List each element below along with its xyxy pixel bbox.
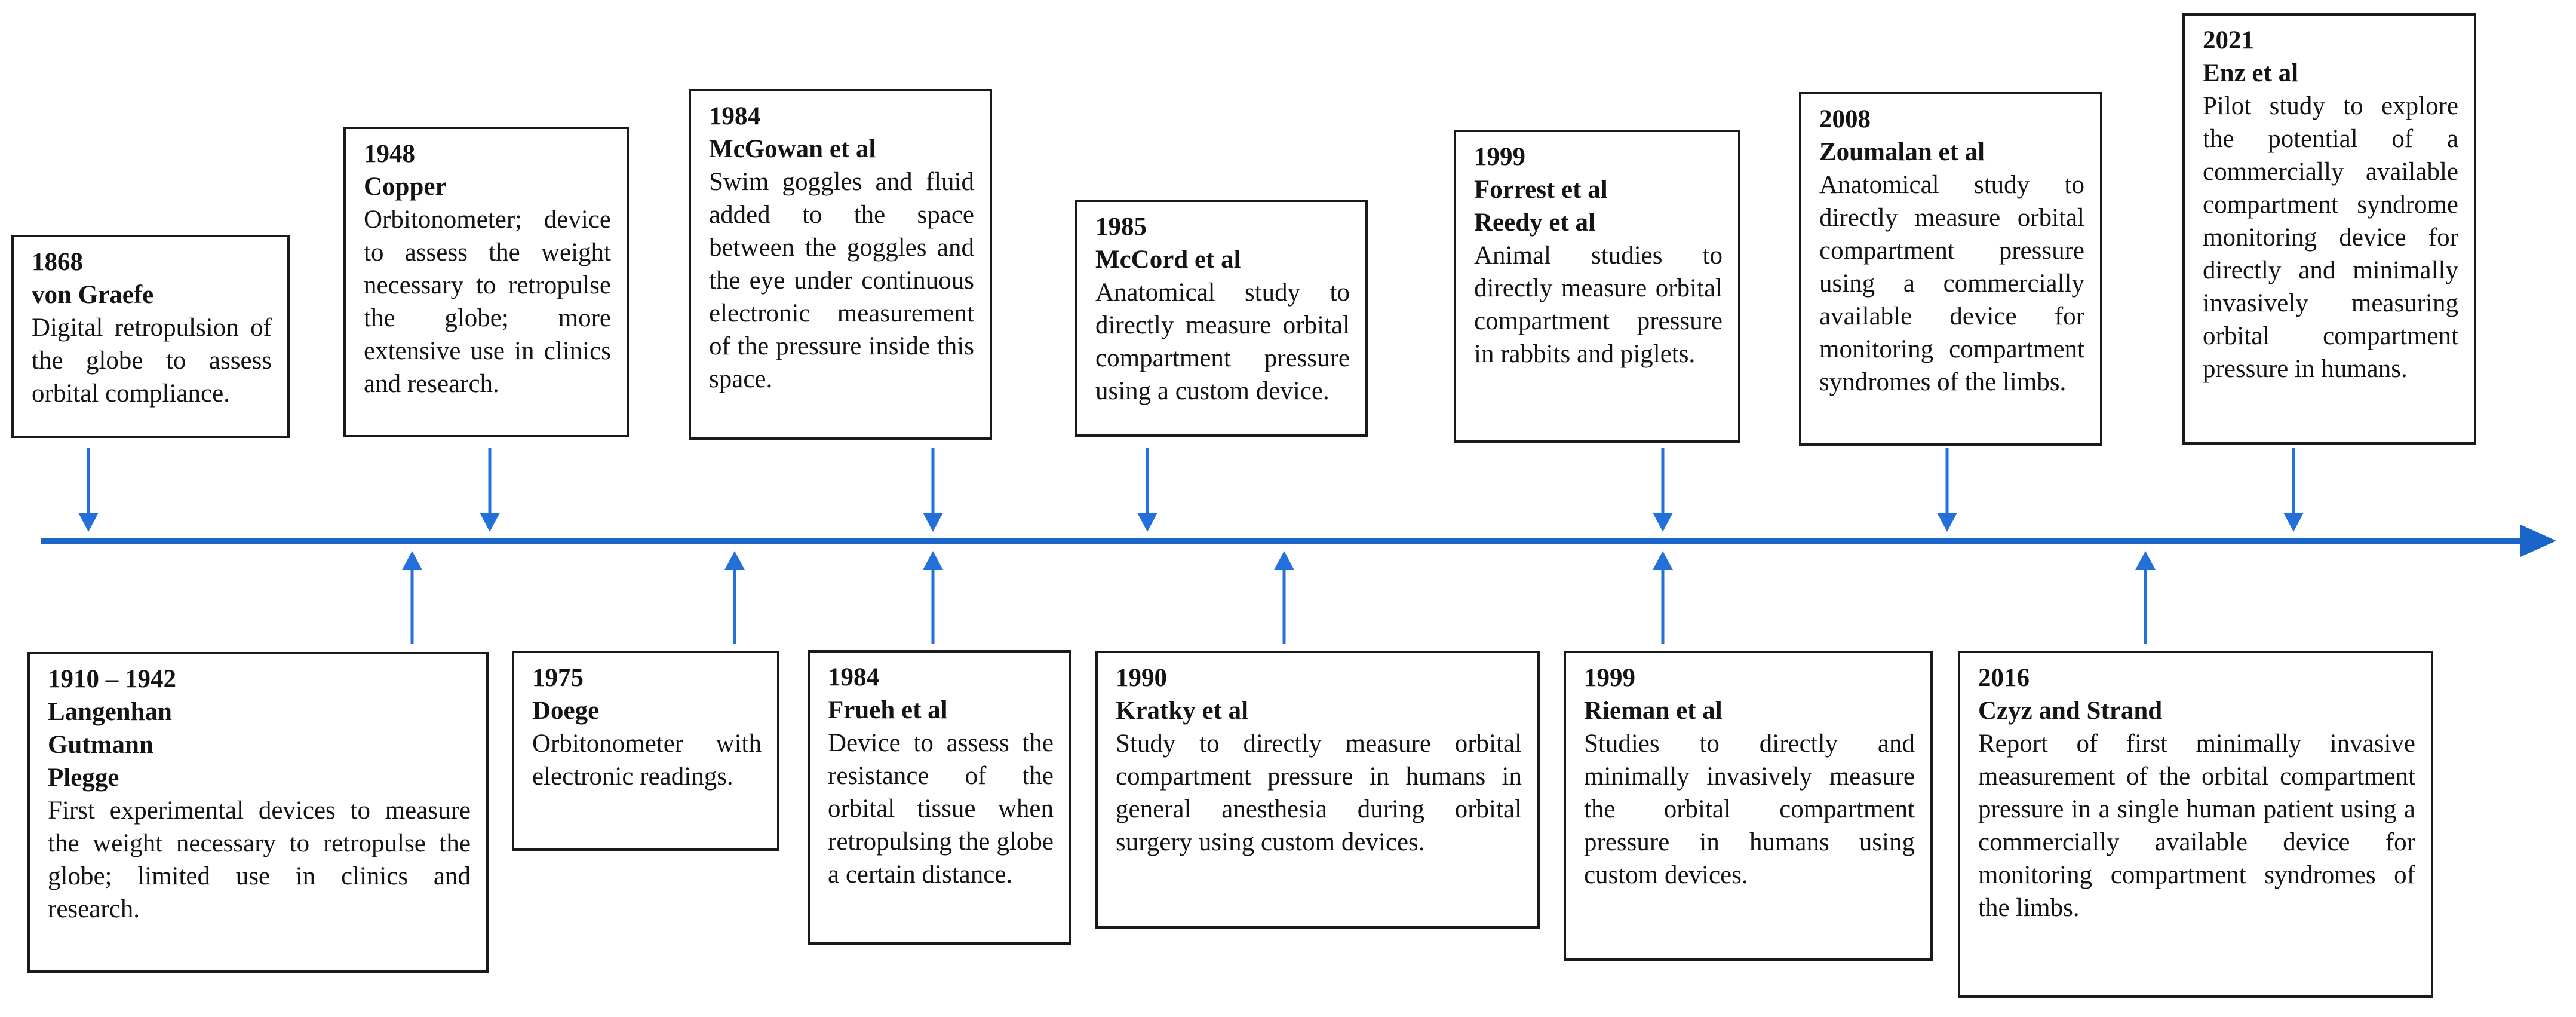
timeline-axis xyxy=(41,538,2524,544)
event-description: Digital retropulsion of the globe to ass… xyxy=(32,314,272,408)
event-description: Animal studies to directly measure orbit… xyxy=(1474,241,1723,368)
event-year: 2021 xyxy=(2203,26,2254,54)
event-author: Doege xyxy=(532,697,600,725)
arrow-up-1910-icon xyxy=(402,551,422,644)
event-description: Swim goggles and fluid added to the spac… xyxy=(709,168,974,393)
event-box-2021-enz: 2021 Enz et al Pilot study to explore th… xyxy=(2182,13,2476,445)
event-author: Langenhan xyxy=(48,698,172,726)
event-author: Reedy et al xyxy=(1474,209,1595,237)
event-author: Zoumalan et al xyxy=(1819,138,1985,166)
event-author: Frueh et al xyxy=(828,696,948,724)
event-description: Study to directly measure orbital compar… xyxy=(1116,730,1522,856)
arrow-down-2021-icon xyxy=(2283,448,2304,532)
event-year: 1948 xyxy=(364,140,415,168)
timeline-axis-arrowhead-icon xyxy=(2520,525,2556,557)
arrow-down-1948-icon xyxy=(480,448,500,532)
event-box-1984-mcgowan: 1984 McGowan et al Swim goggles and flui… xyxy=(689,89,992,440)
event-year: 2016 xyxy=(1978,664,2030,692)
event-author: Copper xyxy=(364,173,447,201)
event-box-1975-doege: 1975 Doege Orbitonometer with electronic… xyxy=(512,651,779,851)
event-author: McGowan et al xyxy=(709,135,876,163)
event-author: Plegge xyxy=(48,764,119,792)
event-box-1948-copper: 1948 Copper Orbitonometer; device to ass… xyxy=(343,127,629,437)
event-box-2016-czyz-strand: 2016 Czyz and Strand Report of first min… xyxy=(1958,651,2433,998)
event-year: 1868 xyxy=(32,248,83,276)
arrow-down-1868-icon xyxy=(78,448,99,532)
arrow-up-1975-icon xyxy=(724,551,745,644)
event-box-1984-frueh: 1984 Frueh et al Device to assess the re… xyxy=(808,650,1071,945)
arrow-up-1990-icon xyxy=(1274,551,1294,644)
event-year: 2008 xyxy=(1819,105,1871,133)
event-author: Gutmann xyxy=(48,731,153,759)
event-box-2008-zoumalan: 2008 Zoumalan et al Anatomical study to … xyxy=(1799,92,2102,446)
event-year: 1975 xyxy=(532,664,584,692)
event-description: Report of first minimally invasive measu… xyxy=(1978,730,2415,922)
event-year: 1984 xyxy=(709,102,760,130)
event-year: 1984 xyxy=(828,663,879,691)
event-description: Anatomical study to directly measure orb… xyxy=(1819,171,2084,396)
event-year: 1910 – 1942 xyxy=(48,665,176,693)
event-author: Czyz and Strand xyxy=(1978,697,2163,725)
event-author: Forrest et al xyxy=(1474,176,1608,204)
event-description: Device to assess the resistance of the o… xyxy=(828,729,1054,889)
event-year: 1999 xyxy=(1584,664,1635,692)
arrow-up-1984-icon xyxy=(923,551,943,644)
event-year: 1990 xyxy=(1116,664,1167,692)
event-author: Enz et al xyxy=(2203,59,2299,87)
event-author: McCord et al xyxy=(1095,246,1241,274)
event-author: Kratky et al xyxy=(1116,697,1249,725)
event-description: Orbitonometer with electronic readings. xyxy=(532,730,762,791)
event-box-1868-von-graefe: 1868 von Graefe Digital retropulsion of … xyxy=(11,235,290,438)
event-description: Studies to directly and minimally invasi… xyxy=(1584,730,1915,889)
event-author: von Graefe xyxy=(32,281,154,309)
event-description: First experimental devices to measure th… xyxy=(48,797,471,923)
arrow-down-1999-icon xyxy=(1653,448,1673,532)
arrow-down-2008-icon xyxy=(1937,448,1957,532)
event-description: Orbitonometer; device to assess the weig… xyxy=(364,206,611,398)
event-author: Rieman et al xyxy=(1584,697,1723,725)
event-year: 1985 xyxy=(1095,213,1147,241)
event-description: Pilot study to explore the potential of … xyxy=(2203,92,2458,383)
arrow-up-2016-icon xyxy=(2135,551,2156,644)
arrow-up-1999-icon xyxy=(1653,551,1673,644)
event-box-1999-rieman: 1999 Rieman et al Studies to directly an… xyxy=(1564,651,1933,961)
event-year: 1999 xyxy=(1474,143,1525,171)
event-box-1990-kratky: 1990 Kratky et al Study to directly meas… xyxy=(1095,651,1540,929)
event-box-1910-1942-langenhan-gutmann-plegge: 1910 – 1942 Langenhan Gutmann Plegge Fir… xyxy=(27,652,489,973)
event-box-1999-forrest-reedy: 1999 Forrest et al Reedy et al Animal st… xyxy=(1454,130,1740,443)
event-box-1985-mccord: 1985 McCord et al Anatomical study to di… xyxy=(1075,200,1368,437)
arrow-down-1984-icon xyxy=(923,448,943,532)
event-description: Anatomical study to directly measure orb… xyxy=(1095,278,1350,405)
arrow-down-1985-icon xyxy=(1137,448,1157,532)
